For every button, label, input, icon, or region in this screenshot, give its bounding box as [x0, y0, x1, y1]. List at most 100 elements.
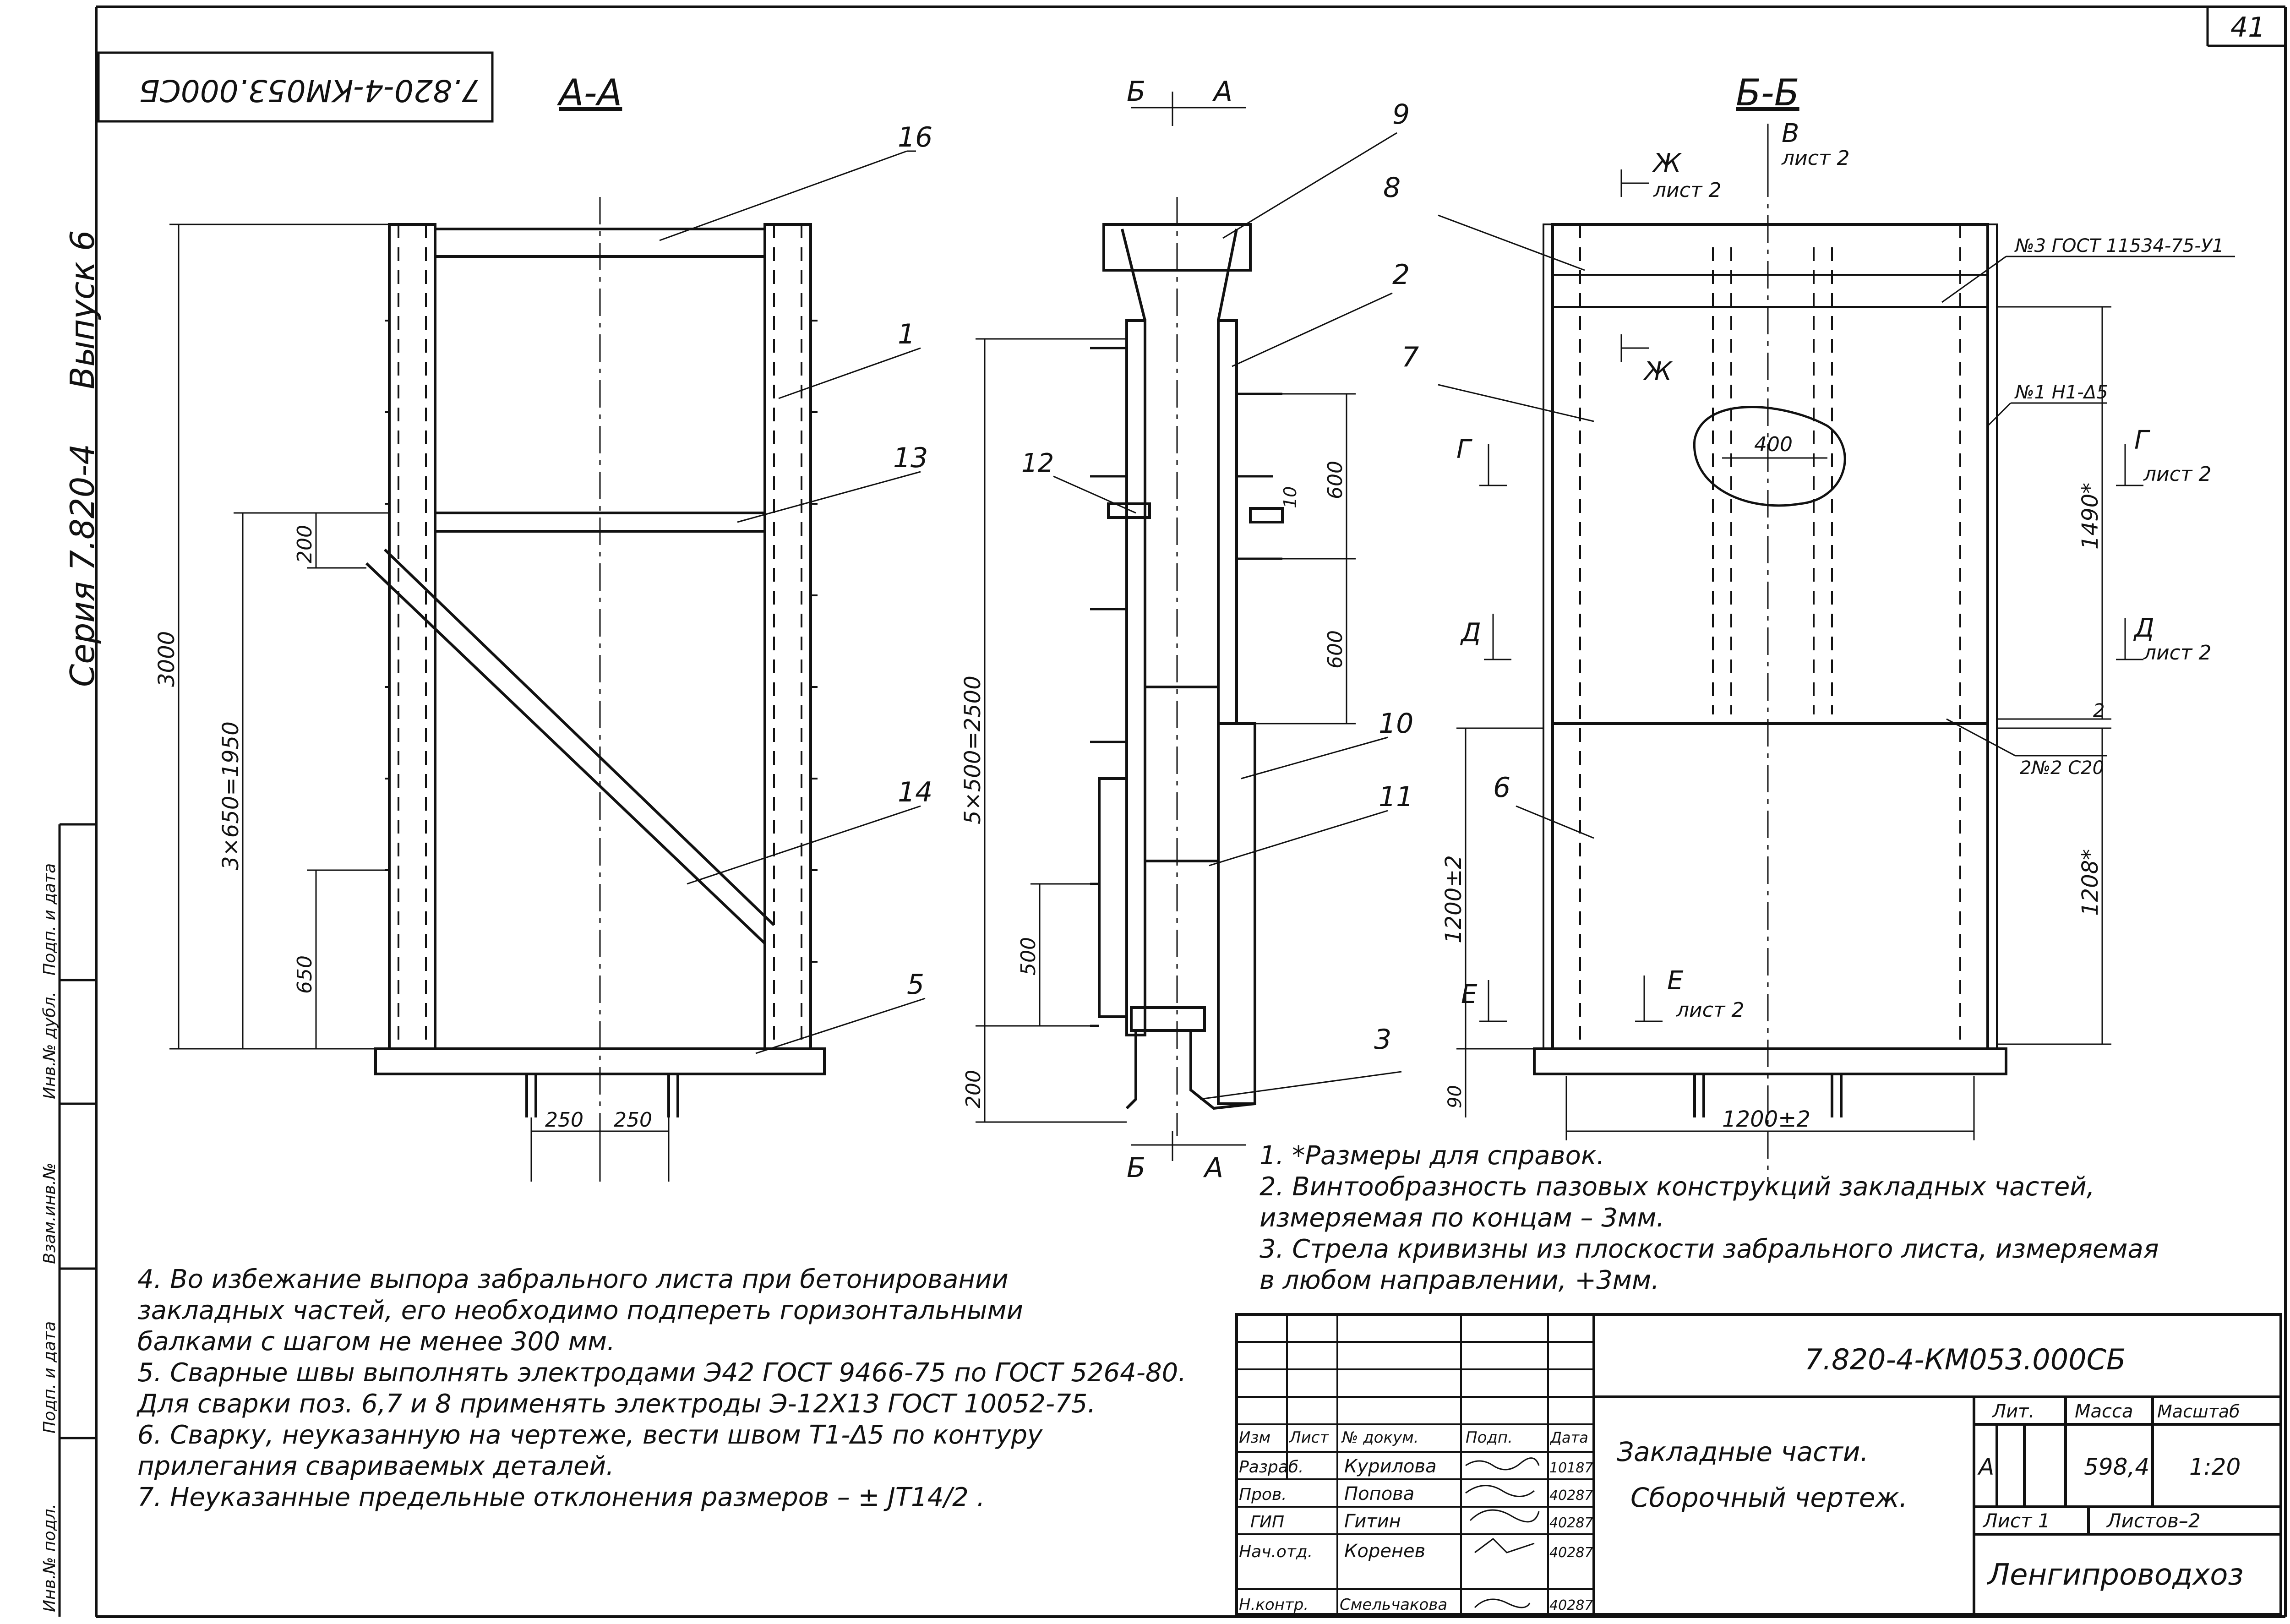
weld-mark-3: №3 ГОСТ 11534-75-У1: [2014, 235, 2224, 256]
dim-250-a: 250: [545, 1108, 583, 1132]
tb-organization: Ленгипроводхоз: [1987, 1558, 2243, 1592]
callout-6: 6: [1493, 772, 1510, 804]
note-5: 5. Сварные швы выполнять электродами Э42…: [137, 1358, 1187, 1388]
tb-lit-value: А: [1977, 1454, 1994, 1480]
dim-200-side: 200: [962, 1070, 985, 1108]
dim-2: 2: [2093, 700, 2105, 721]
tb-sheets-label: Листов–2: [2106, 1510, 2201, 1532]
note-4-cont-2: балками с шагом не менее 300 мм.: [137, 1327, 615, 1357]
tb-date-nkontr: 40287: [1549, 1597, 1593, 1613]
dim-1208: 1208*: [2077, 849, 2103, 916]
dim-1200-vertical: 1200±2: [1441, 855, 1467, 943]
dim-400: 400: [1754, 433, 1793, 456]
view-side: [976, 92, 1402, 1161]
view-v-sheet: лист 2: [1781, 147, 1850, 170]
tb-name-nachotd: Коренев: [1344, 1541, 1425, 1562]
cut-d-right: Д: [2133, 613, 2154, 643]
view-zh-label-2: Ж: [1643, 357, 1673, 387]
tb-name-nkontr: Смельчакова: [1340, 1596, 1447, 1614]
dim-250-b: 250: [614, 1108, 652, 1132]
tb-col-izm: Изм: [1239, 1428, 1270, 1447]
callout-2: 2: [1392, 259, 1410, 291]
tb-date-prov: 40287: [1549, 1488, 1593, 1504]
callout-9: 9: [1392, 98, 1410, 131]
dim-90: 90: [1445, 1085, 1466, 1108]
section-bb-label: Б-Б: [1736, 71, 1799, 114]
notes-left: 4. Во избежание выпора забрального листа…: [137, 1264, 1186, 1513]
callout-8: 8: [1383, 172, 1401, 204]
view-zh-sheet: лист 2: [1653, 179, 1722, 202]
cut-g-right: Г: [2134, 425, 2150, 455]
tb-col-sign: Подп.: [1466, 1428, 1513, 1447]
callout-7: 7: [1401, 341, 1419, 373]
cut-b-top: Б: [1127, 76, 1145, 108]
cut-e-right: Е: [1667, 966, 1684, 996]
tb-title-line1: Закладные части.: [1617, 1436, 1869, 1467]
tb-name-razrab: Курилова: [1344, 1456, 1437, 1477]
tb-role-nkontr: Н.контр.: [1239, 1596, 1309, 1614]
callout-10: 10: [1379, 708, 1413, 740]
note-2: 2. Винтообразность пазовых конструкций з…: [1260, 1172, 2095, 1202]
dim-200-aa: 200: [293, 525, 316, 563]
rotated-code-box: 7.820-4-КМ053.000СБ: [97, 51, 494, 123]
side-strip: [58, 823, 98, 1617]
dim-500: 500: [1017, 937, 1040, 975]
sheet-number: 41: [2230, 11, 2265, 44]
dim-600-a: 600: [1324, 461, 1347, 499]
signature-image: [1465, 1457, 1540, 1608]
rotated-doc-code: 7.820-4-КМ053.000СБ: [139, 73, 481, 108]
strip-podp-data-2: Подп. и дата: [40, 863, 59, 975]
callout-5: 5: [907, 969, 924, 1001]
callout-1: 1: [898, 318, 915, 350]
view-aa: [169, 150, 926, 1182]
tb-col-date: Дата: [1549, 1429, 1588, 1446]
view-zh-label: Ж: [1652, 148, 1682, 178]
note-7: 7. Неуказанные предельные отклонения раз…: [137, 1482, 985, 1512]
tb-mass-value: 598,4: [2084, 1454, 2149, 1480]
cut-d-left: Д: [1460, 618, 1481, 648]
cut-e-left: Е: [1461, 980, 1478, 1009]
tb-col-list: Лист: [1288, 1428, 1329, 1447]
cut-d-right-sheet: лист 2: [2143, 641, 2212, 665]
callout-14: 14: [898, 776, 932, 808]
view-bb: [1438, 124, 2235, 1182]
tb-title-line2: Сборочный чертеж.: [1630, 1482, 1908, 1513]
note-6-cont: прилегания свариваемых деталей.: [137, 1451, 614, 1481]
strip-inv-podl: Инв.№ подл.: [40, 1504, 59, 1612]
tb-sheet-label: Лист 1: [1982, 1510, 2050, 1532]
dim-600-b: 600: [1324, 630, 1347, 669]
note-6: 6. Сварку, неуказанную на чертеже, вести…: [137, 1420, 1043, 1450]
weld-mark-2: 2№2 С20: [2020, 758, 2104, 779]
callout-3: 3: [1374, 1024, 1391, 1056]
cut-a-top: А: [1212, 76, 1232, 108]
cut-g-left: Г: [1456, 435, 1472, 464]
note-4-cont-1: закладных частей, его необходимо подпере…: [137, 1296, 1023, 1325]
tb-role-prov: Пров.: [1239, 1485, 1287, 1504]
issue-label: Выпуск 6: [63, 230, 102, 389]
tb-mass-label: Масса: [2075, 1401, 2133, 1422]
tb-name-prov: Попова: [1344, 1483, 1414, 1504]
tb-doc-code: 7.820-4-КМ053.000СБ: [1805, 1343, 2126, 1376]
dim-3000: 3000: [154, 631, 180, 687]
tb-role-nachotd: Нач.отд.: [1239, 1542, 1313, 1561]
dim-1200-horizontal: 1200±2: [1722, 1106, 1810, 1132]
note-1: 1. *Размеры для справок.: [1260, 1141, 1605, 1171]
notes-right: 1. *Размеры для справок. 2. Винтообразно…: [1260, 1140, 2159, 1296]
tb-col-doc: № докум.: [1341, 1428, 1419, 1447]
dim-650: 650: [293, 955, 316, 994]
dim-3x650: 3×650=1950: [218, 721, 244, 870]
cut-e-right-sheet: лист 2: [1676, 998, 1745, 1022]
tb-scale-value: 1:20: [2189, 1454, 2241, 1480]
strip-inv-dubl: Инв.№ дубл.: [40, 992, 59, 1099]
sheet-frame: [95, 5, 2287, 1618]
tb-date-gip: 40287: [1549, 1515, 1593, 1531]
cut-b-bottom: Б: [1127, 1152, 1145, 1184]
callout-11: 11: [1379, 781, 1413, 813]
note-5-cont: Для сварки поз. 6,7 и 8 применять электр…: [137, 1389, 1096, 1419]
callout-16: 16: [898, 121, 932, 153]
section-aa-label: А-А: [556, 71, 622, 114]
strip-vzam-inv: Взам.инв.№: [40, 1162, 59, 1264]
note-3: 3. Стрела кривизны из плоскости забральн…: [1260, 1234, 2159, 1264]
tb-scale-label: Масштаб: [2157, 1401, 2240, 1422]
